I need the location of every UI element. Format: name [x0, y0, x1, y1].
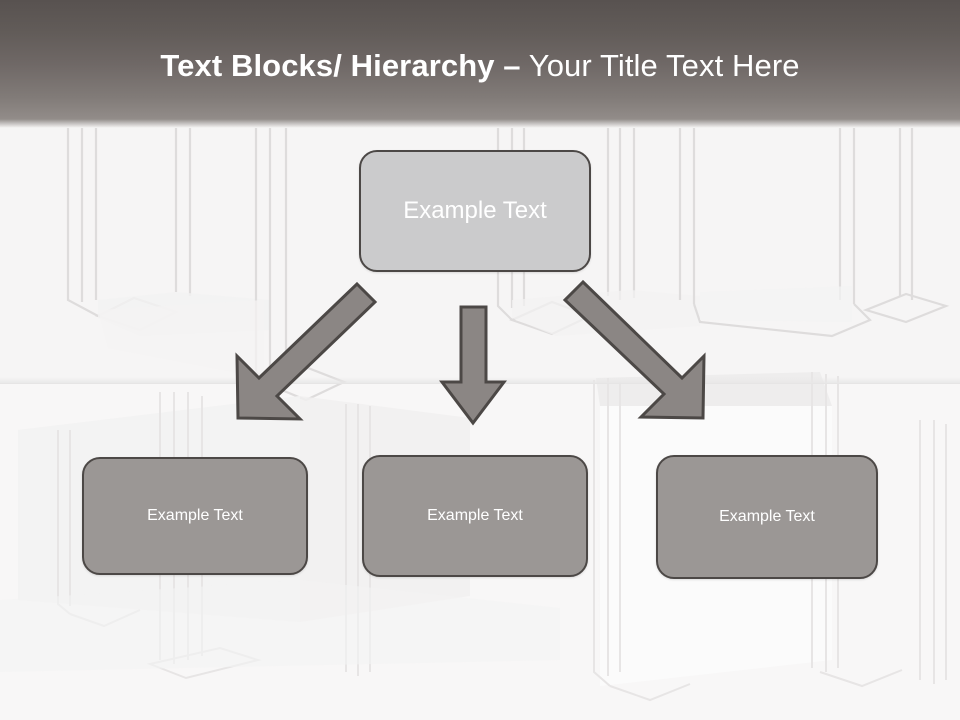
- arrow-down-icon: [438, 305, 508, 426]
- arrow-down-right-icon: [562, 279, 706, 420]
- hierarchy-root-label: Example Text: [403, 197, 547, 224]
- hierarchy-child-label-1: Example Text: [147, 507, 243, 524]
- hierarchy-child-node-1[interactable]: Example Text: [82, 457, 308, 575]
- hierarchy-child-label-2: Example Text: [427, 507, 523, 524]
- arrow-down-left-icon: [235, 281, 378, 421]
- title-band: [0, 0, 960, 128]
- hierarchy-child-node-3[interactable]: Example Text: [656, 455, 878, 579]
- hierarchy-child-node-2[interactable]: Example Text: [362, 455, 588, 577]
- page-title: Text Blocks/ Hierarchy – Your Title Text…: [0, 48, 960, 84]
- page-title-light: Your Title Text Here: [520, 48, 800, 83]
- hierarchy-child-label-3: Example Text: [719, 508, 815, 525]
- hierarchy-root-node[interactable]: Example Text: [359, 150, 591, 272]
- page-title-bold: Text Blocks/ Hierarchy –: [160, 48, 521, 83]
